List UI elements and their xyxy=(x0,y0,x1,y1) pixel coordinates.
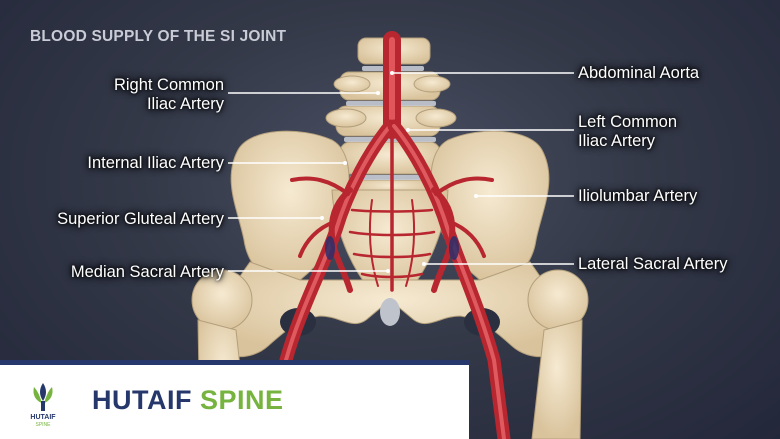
logo-text: HUTAIF xyxy=(30,414,56,421)
label-line: Right Common xyxy=(113,76,224,94)
label-internal-iliac: Internal Iliac Artery xyxy=(87,154,224,172)
brand-name-part2: SPINE xyxy=(199,385,284,415)
label-right-common-iliac: Right Common Iliac Artery xyxy=(114,76,224,114)
arteries xyxy=(269,31,511,439)
logo-subtext: SPINE xyxy=(35,422,51,428)
leader-lines xyxy=(228,72,574,272)
leader-dots xyxy=(320,71,478,273)
label-line: Iliac Artery xyxy=(578,132,656,150)
label-iliolumbar: Iliolumbar Artery xyxy=(578,187,698,205)
brand-name-part1: HUTAIF xyxy=(92,385,192,415)
label-left-common-iliac: Left Common Iliac Artery xyxy=(578,113,677,151)
label-line: Iliac Artery xyxy=(146,95,224,113)
diagram-title: BLOOD SUPPLY OF THE SI JOINT xyxy=(30,28,287,45)
label-abdominal-aorta: Abdominal Aorta xyxy=(578,64,700,82)
label-lateral-sacral: Lateral Sacral Artery xyxy=(578,255,728,273)
label-superior-gluteal: Superior Gluteal Artery xyxy=(57,210,224,228)
hutaif-spine-logo-icon: HUTAIF SPINE xyxy=(30,383,56,428)
label-line: Left Common xyxy=(578,113,678,131)
label-median-sacral: Median Sacral Artery xyxy=(70,263,224,281)
